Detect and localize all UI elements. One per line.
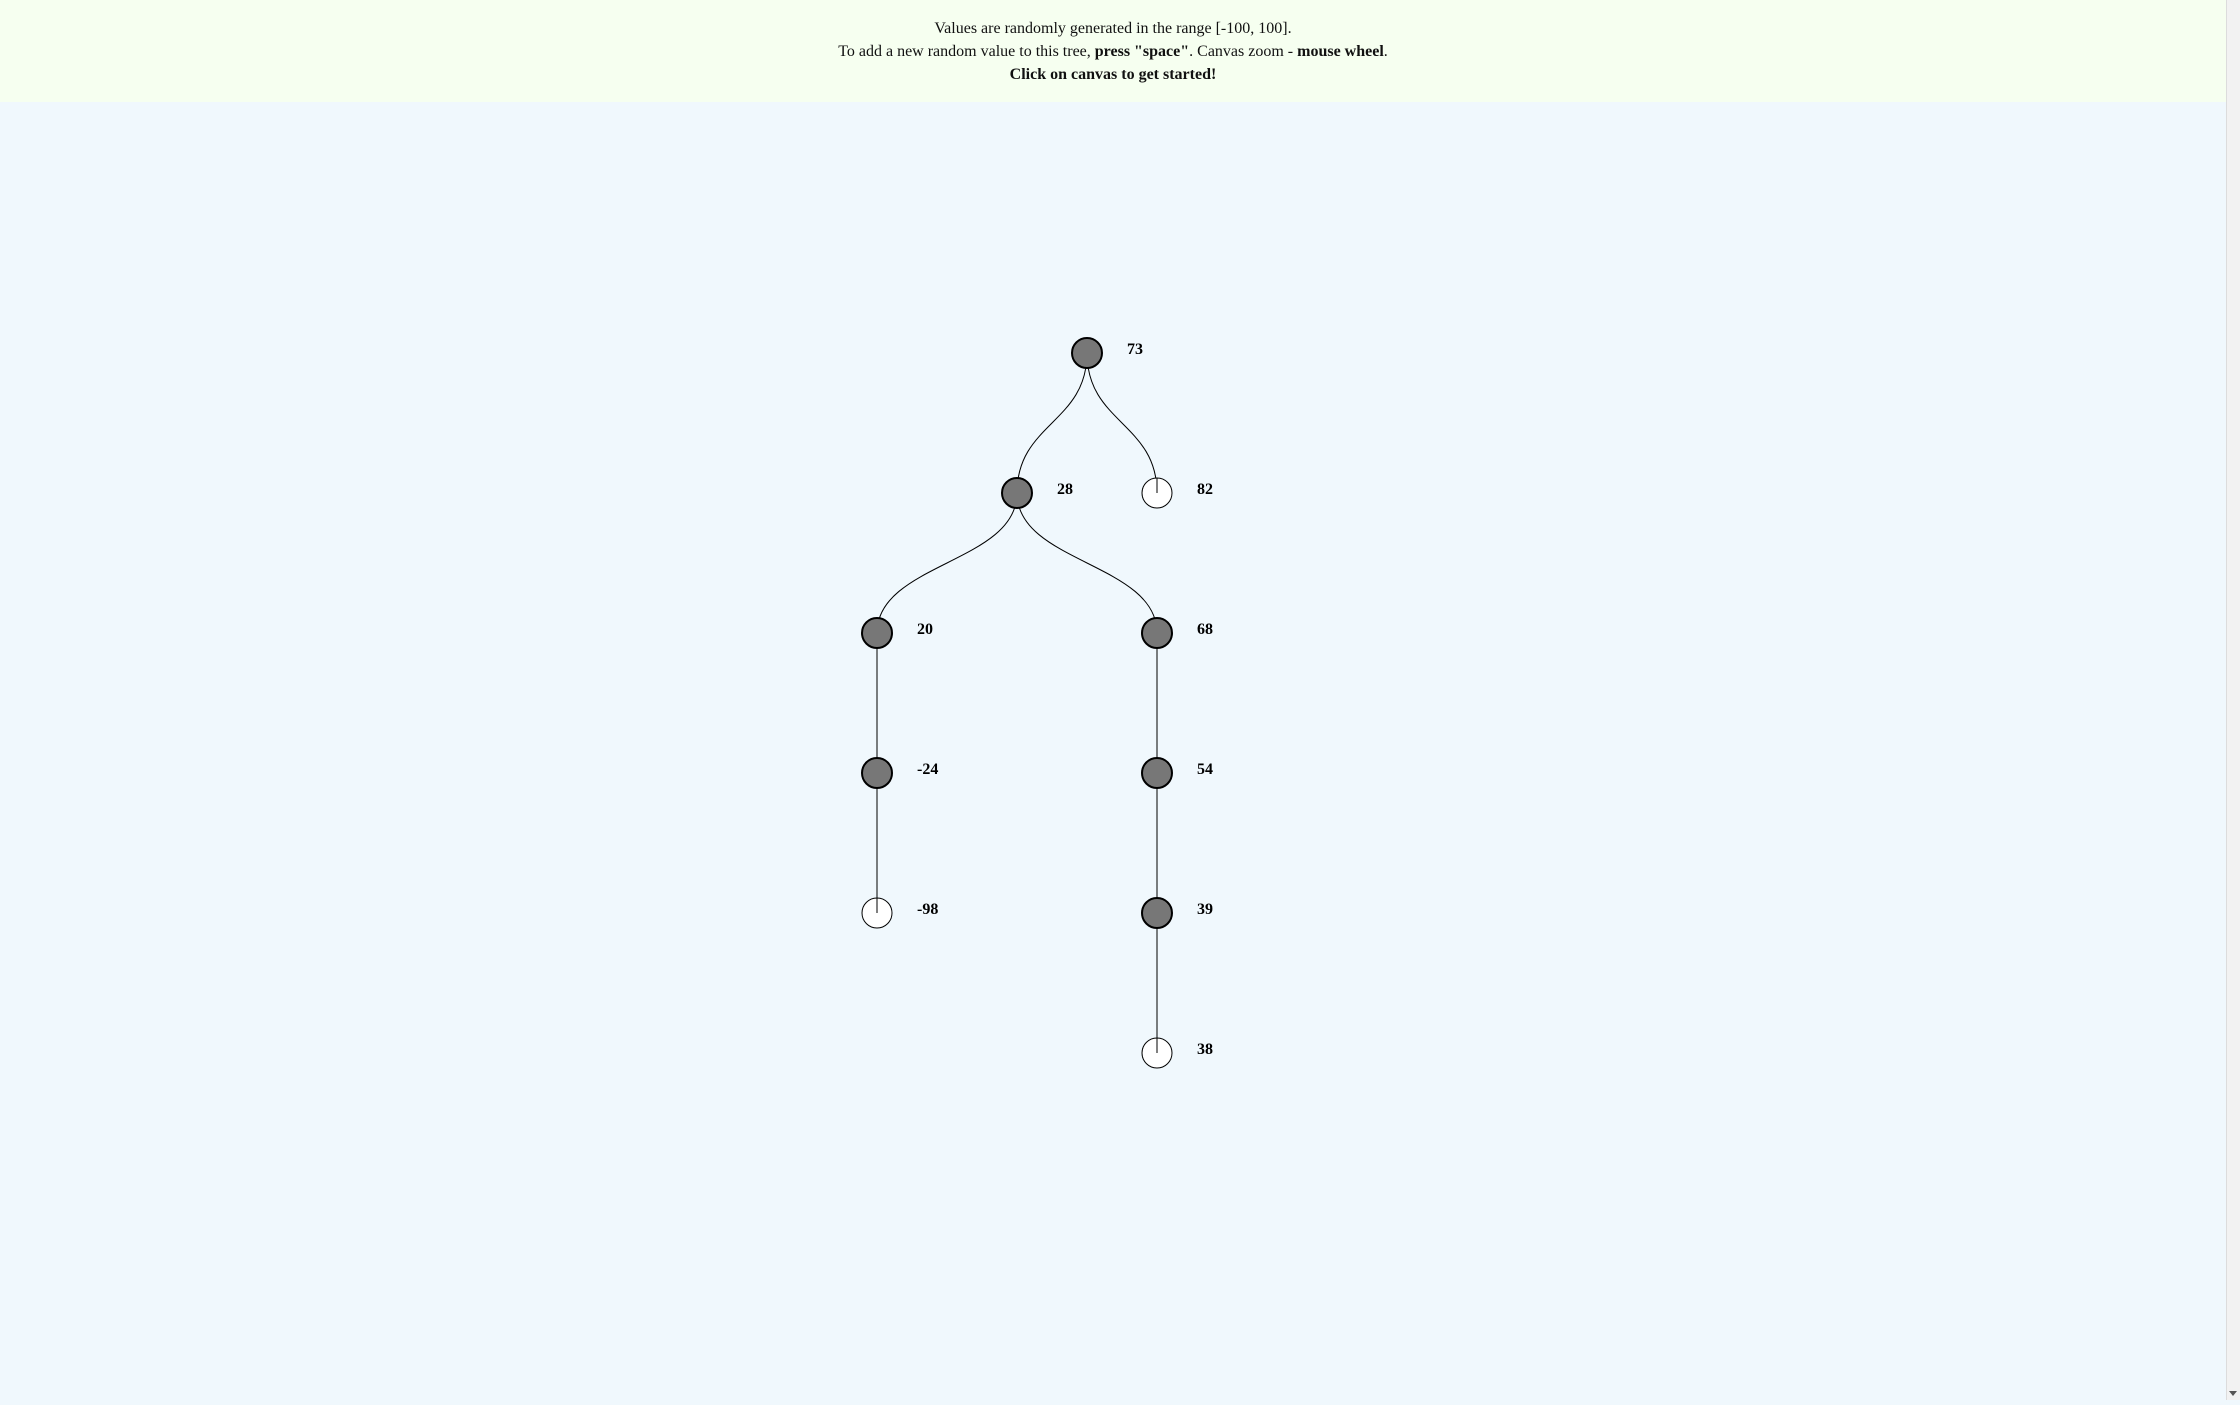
node-circle[interactable] — [1141, 757, 1173, 789]
tree-node[interactable]: -98 — [861, 897, 938, 929]
mouse-wheel-hint: mouse wheel — [1297, 43, 1384, 60]
node-value-label: 28 — [1057, 481, 1073, 498]
node-circle[interactable] — [861, 757, 893, 789]
node-value-label: -24 — [917, 761, 938, 778]
edge-n73-n28 — [1016, 352, 1088, 494]
node-value-label: 68 — [1197, 621, 1213, 638]
node-value-label: 38 — [1197, 1041, 1213, 1058]
node-value-label: 39 — [1197, 901, 1213, 918]
node-circle[interactable] — [861, 617, 893, 649]
tree-node[interactable]: 73 — [1071, 337, 1143, 369]
tree-canvas[interactable]: 73 28 82 20 68 -24 54 -98 39 38 — [0, 102, 2226, 1400]
node-value-label: 82 — [1197, 481, 1213, 498]
get-started-text: Click on canvas to get started! — [1009, 66, 1217, 83]
controls-middle: . Canvas zoom - — [1189, 43, 1298, 60]
node-circle[interactable] — [1071, 337, 1103, 369]
tree-nodes: 73 28 82 20 68 -24 54 -98 39 38 — [861, 337, 1213, 1069]
node-circle[interactable] — [1141, 897, 1173, 929]
tree-node[interactable]: 39 — [1141, 897, 1213, 929]
node-value-label: 54 — [1197, 761, 1213, 778]
tree-node[interactable]: 20 — [861, 617, 933, 649]
controls-prefix: To add a new random value to this tree, — [838, 43, 1095, 60]
edge-n28-n68 — [1016, 492, 1158, 634]
tree-node[interactable]: 28 — [1001, 477, 1073, 509]
tree-diagram[interactable]: 73 28 82 20 68 -24 54 -98 39 38 — [0, 102, 2226, 1400]
tree-node[interactable]: -24 — [861, 757, 938, 789]
tree-node[interactable]: 38 — [1141, 1037, 1213, 1069]
vertical-scrollbar[interactable] — [2226, 0, 2240, 1400]
range-info-text: Values are randomly generated in the ran… — [934, 20, 1292, 37]
instructions-banner: Values are randomly generated in the ran… — [0, 0, 2226, 102]
tree-node[interactable]: 82 — [1141, 477, 1213, 509]
node-value-label: -98 — [917, 901, 938, 918]
tree-node[interactable]: 68 — [1141, 617, 1213, 649]
tree-edges — [876, 352, 1158, 1053]
node-value-label: 73 — [1127, 341, 1143, 358]
edge-n73-n82 — [1086, 352, 1158, 494]
scroll-down-arrow-icon[interactable] — [2229, 1391, 2237, 1396]
node-circle[interactable] — [1001, 477, 1033, 509]
tree-node[interactable]: 54 — [1141, 757, 1213, 789]
controls-suffix: . — [1383, 43, 1388, 60]
controls-info-text: To add a new random value to this tree, … — [0, 40, 2226, 63]
node-circle[interactable] — [1141, 617, 1173, 649]
node-value-label: 20 — [917, 621, 933, 638]
space-key-hint: press "space" — [1094, 43, 1190, 60]
edge-n28-n20 — [876, 492, 1018, 634]
